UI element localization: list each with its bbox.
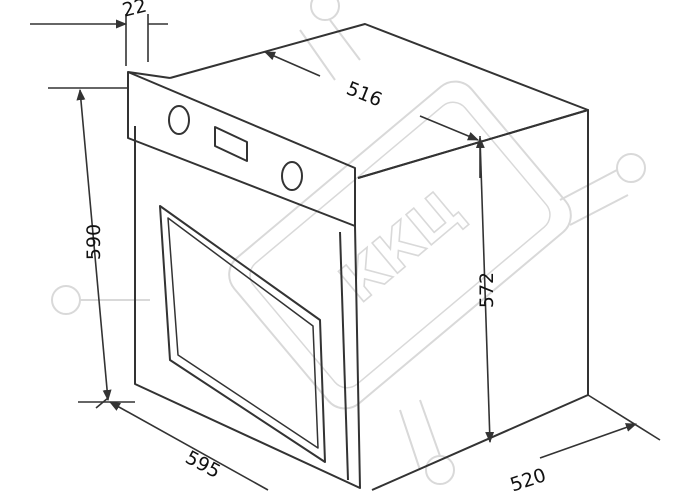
oven-display — [214, 126, 248, 162]
oven-door-edge — [339, 231, 349, 481]
dimension-arrow-516-b — [419, 115, 480, 141]
oven-door-window — [159, 205, 326, 463]
watermark-badge: ККЦ — [228, 80, 572, 410]
watermark-text: ККЦ — [328, 178, 474, 315]
oven-knob-right — [281, 161, 303, 191]
oven-front-panel — [127, 71, 356, 227]
watermark-circles — [51, 0, 646, 485]
dimension-label-590: 590 — [83, 224, 105, 260]
dimension-arrow-590 — [76, 88, 112, 402]
watermark: ККЦ — [51, 0, 646, 485]
dimension-label-572: 572 — [476, 272, 498, 308]
dimension-label-22: 22 — [120, 0, 149, 22]
oven-side-face — [357, 109, 589, 491]
oven-panel-top-edge — [127, 71, 171, 79]
oven-knob-left — [168, 105, 190, 135]
dimension-label-520: 520 — [508, 464, 549, 496]
dimension-lines — [30, 14, 661, 491]
dimension-arrow-595 — [109, 401, 269, 491]
dimension-arrow-520 — [539, 423, 638, 459]
dimension-arrow-516-a — [263, 51, 321, 77]
oven-door-window-inner — [167, 217, 319, 449]
dimension-labels: 22 516 590 572 595 520 — [83, 0, 549, 496]
dimension-arrow-572 — [475, 136, 495, 444]
dimension-label-595: 595 — [182, 446, 224, 482]
oven-front-face — [134, 126, 361, 489]
dimension-label-516: 516 — [343, 77, 385, 111]
